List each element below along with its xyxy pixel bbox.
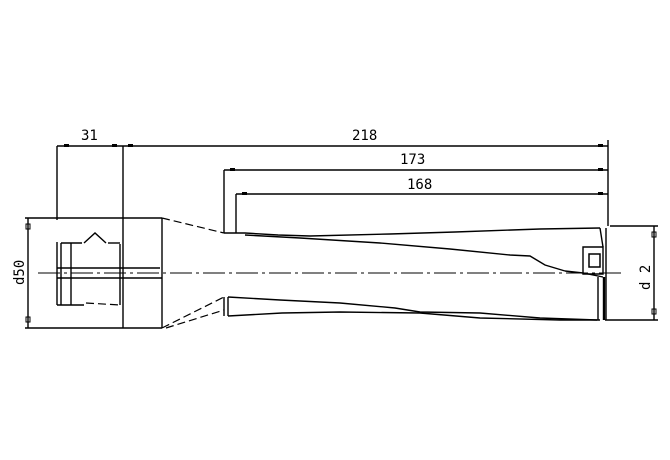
dim-drill-diameter-label: d 2 [638, 265, 654, 290]
dim-shank-diameter-label: d50 [12, 260, 28, 285]
dim-shank-length-label: 31 [81, 128, 98, 144]
cutting-insert [564, 227, 607, 320]
dim-overall-length-label: 218 [352, 128, 377, 144]
shank [56, 218, 163, 328]
dim-shank-length: 31 [56, 128, 124, 328]
taper [161, 217, 229, 329]
drill-body [224, 227, 601, 321]
dim-overall-length: 218 [123, 128, 609, 226]
dim-drill-diameter: d 2 [605, 225, 658, 321]
dim-flute-length-label: 168 [407, 177, 432, 193]
dim-body-length: 173 [223, 152, 608, 233]
dim-shank-diameter: d50 [12, 217, 162, 329]
dim-flute-length: 168 [235, 177, 608, 233]
dim-body-length-label: 173 [400, 152, 425, 168]
